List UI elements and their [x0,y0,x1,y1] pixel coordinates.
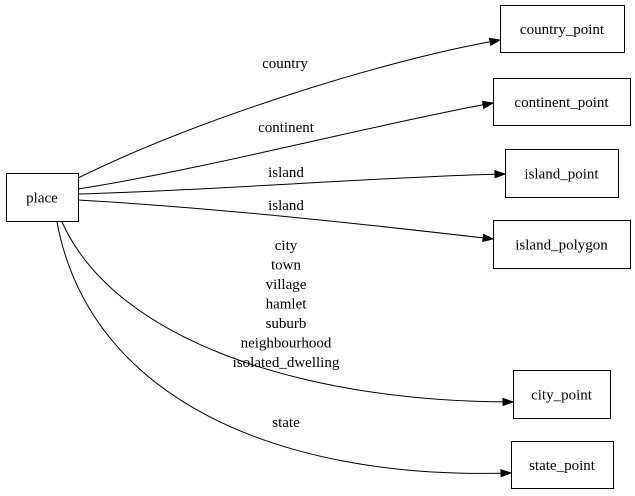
node-label: place [26,190,58,206]
edge-label: city [275,238,298,254]
node-label: city_point [531,387,593,403]
node-box [500,5,625,53]
edge-label: neighbourhood [241,336,332,352]
node-city_point: city_point [513,370,611,419]
node-box [513,370,611,419]
edge-line [77,104,484,190]
arrowhead-icon [502,397,515,407]
node-island_point: island_point [505,149,619,198]
edge-place-island_polygon: island [77,198,495,242]
node-country_point: country_point [500,5,625,53]
node-place: place [6,173,79,222]
edge-line [56,221,502,474]
arrowhead-icon [488,37,502,46]
arrowhead-icon [494,170,507,179]
edge-line [77,199,484,239]
edge-place-continent_point: continent [77,100,495,190]
node-label: state_point [529,458,596,474]
node-box [511,441,614,489]
edge-label: island [268,198,304,214]
node-label: continent_point [514,95,609,111]
edge-label: continent [258,120,315,136]
node-box [493,220,631,269]
node-box [493,78,631,126]
arrowhead-icon [482,233,495,242]
node-continent_point: continent_point [493,78,631,126]
node-label: country_point [520,22,605,38]
edge-label: hamlet [266,297,308,313]
edge-label: island [268,165,304,181]
node-label: island_point [524,166,599,182]
node-box [6,173,79,222]
edge-line [77,41,491,179]
edge-label: suburb [266,316,307,332]
edge-label: country [262,56,308,72]
node-label: island_polygon [515,237,608,253]
edge-place-state_point: state [56,221,513,478]
arrowhead-icon [500,469,513,478]
node-box [505,149,619,198]
edge-place-country_point: country [77,37,502,179]
arrowhead-icon [481,100,495,110]
edge-label: isolated_dwelling [233,355,340,371]
edge-label: state [272,415,300,431]
edge-place-island_point: island [77,165,507,195]
node-state_point: state_point [511,441,614,489]
node-island_polygon: island_polygon [493,220,631,269]
edge-line [61,221,504,403]
edge-label: town [271,258,302,274]
edge-line [77,173,496,195]
edge-place-city_point: city town village hamlet suburb neighbourhood… [61,221,515,407]
edge-label: village [266,277,307,293]
